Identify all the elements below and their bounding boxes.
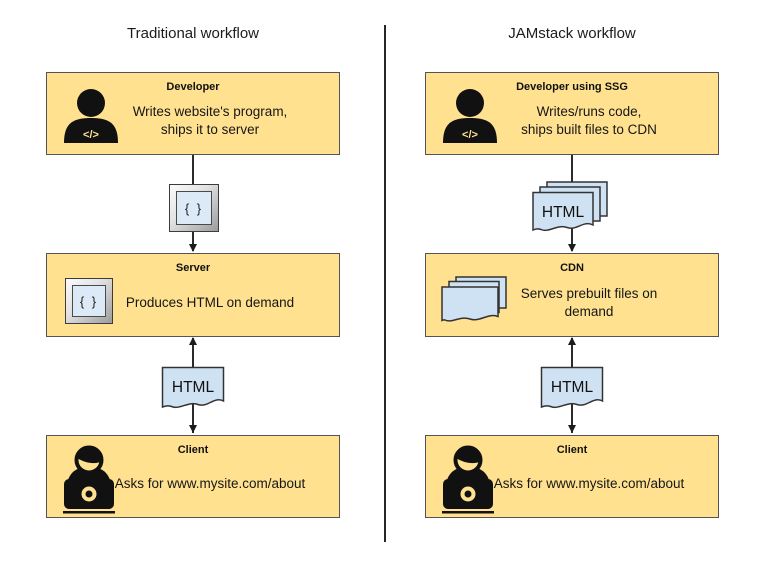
left-server-client-arrowhead-down-icon (188, 425, 197, 433)
html-documents-stack-icon: HTML (532, 181, 608, 232)
developer-icon: </> (64, 89, 118, 143)
node-developer: Developer Writes website's program, ship… (46, 72, 340, 155)
right-column-title: JAMstack workflow (508, 25, 636, 42)
node-client: Client Asks for www.mysite.com/about (425, 435, 719, 518)
right-cdn-client-arrowhead-down-icon (567, 425, 576, 433)
column-divider (384, 25, 386, 542)
node-client-body: Asks for www.mysite.com/about (493, 476, 685, 492)
node-developer-title: Developer (166, 81, 220, 93)
node-client-title: Client (556, 444, 588, 456)
node-cdn-body: Serves prebuilt files on demand (520, 285, 658, 319)
html-document-label: HTML (551, 379, 594, 396)
node-cdn-title: CDN (560, 262, 584, 274)
node-developer-ssg-body: Writes/runs code, ships built files to C… (521, 104, 657, 137)
server-code-key-glyph: { } (72, 285, 106, 317)
html-document-icon: HTML (540, 366, 604, 409)
node-developer-ssg-title: Developer using SSG (516, 81, 628, 93)
node-client-body: Asks for www.mysite.com/about (114, 476, 306, 492)
left-server-client-arrowhead-up-icon (188, 337, 197, 345)
html-document-icon: HTML (161, 366, 225, 409)
left-dev-server-arrowhead-down-icon (188, 244, 197, 252)
node-server-title: Server (175, 262, 211, 274)
node-server: Server Produces HTML on demand { } (46, 253, 340, 337)
code-key-glyph: { } (176, 191, 212, 225)
developer-code-badge: </> (462, 129, 478, 141)
node-developer-ssg: Developer using SSG Writes/runs code, sh… (425, 72, 719, 155)
developer-icon: </> (443, 89, 497, 143)
node-developer-body: Writes website's program, ships it to se… (132, 104, 288, 137)
developer-code-badge: </> (83, 129, 99, 141)
node-server-body: Produces HTML on demand (125, 294, 295, 310)
right-cdn-client-arrowhead-up-icon (567, 337, 576, 345)
node-client: Client Asks for www.mysite.com/about (46, 435, 340, 518)
code-key-icon: { } (169, 184, 219, 232)
node-cdn: CDN Serves prebuilt files on demand (425, 253, 719, 337)
html-documents-stack-label: HTML (542, 204, 585, 221)
right-dev-cdn-arrowhead-down-icon (567, 244, 576, 252)
node-client-title: Client (177, 444, 209, 456)
stacked-files-icon (441, 276, 507, 322)
client-laptop-user-icon (442, 445, 494, 514)
client-laptop-user-icon (63, 445, 115, 514)
html-document-label: HTML (172, 379, 215, 396)
left-column-title: Traditional workflow (127, 25, 259, 42)
server-code-key-icon: { } (65, 278, 113, 324)
